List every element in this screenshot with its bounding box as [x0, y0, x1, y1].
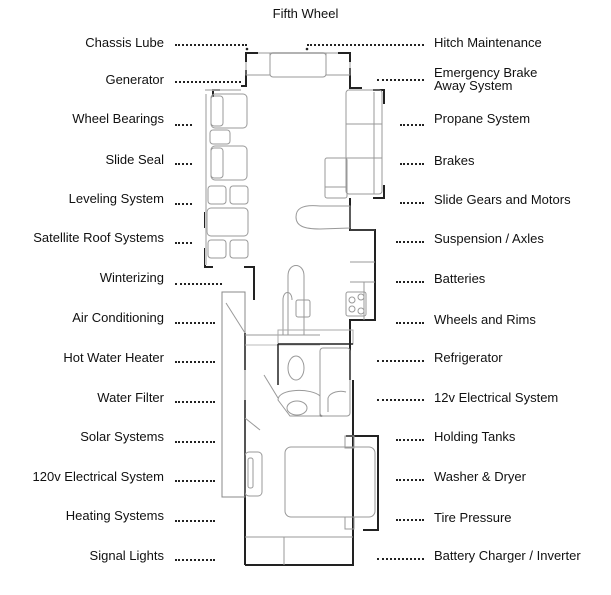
label-winterizing: Winterizing — [99, 270, 164, 285]
interior-outlines — [205, 52, 383, 565]
label-emergency-brake-line1: Emergency Brake — [434, 65, 538, 80]
label-tire-pressure: Tire Pressure — [434, 510, 512, 525]
leader-batteries — [396, 281, 424, 283]
leader-battery-charger-inverter — [377, 558, 424, 560]
leader-propane-system — [400, 124, 424, 126]
label-heating-systems: Heating Systems — [65, 508, 164, 523]
leader-leveling-system — [175, 203, 192, 205]
leader-satellite-roof-systems — [175, 242, 192, 244]
label-washer-dryer: Washer & Dryer — [434, 469, 526, 484]
leader-signal-lights — [175, 559, 215, 561]
kitchen-island — [295, 205, 351, 230]
label-holding-tanks: Holding Tanks — [434, 429, 516, 444]
label-120v-electrical-system: 120v Electrical System — [32, 469, 165, 484]
leader-hitch-maintenance — [307, 44, 424, 46]
recliner-1 — [210, 93, 248, 129]
label-slide-gears-and-motors: Slide Gears and Motors — [434, 192, 571, 207]
leader-brakes — [400, 163, 424, 165]
leader-slide-gears-and-motors — [400, 202, 424, 204]
leader-wheels-and-rims — [396, 322, 424, 324]
label-propane-system: Propane System — [434, 111, 531, 126]
bed — [284, 446, 376, 518]
bed-headboard — [269, 52, 327, 78]
leader-suspension-axles — [396, 241, 424, 243]
leader-refrigerator — [377, 360, 424, 362]
label-hot-water-heater: Hot Water Heater — [63, 350, 164, 365]
label-brakes: Brakes — [434, 153, 475, 168]
chair-2 — [229, 185, 249, 205]
leader-generator — [175, 81, 241, 83]
chair-3 — [207, 239, 227, 259]
leader-emergency-brake — [377, 79, 424, 81]
leader-hot-water-heater — [175, 361, 215, 363]
leader-holding-tanks — [396, 439, 424, 441]
diagram-title: Fifth Wheel — [272, 6, 339, 21]
label-suspension-axles: Suspension / Axles — [434, 231, 544, 246]
vanity — [277, 390, 321, 417]
label-emergency-brake: Emergency Brake Away System — [434, 66, 537, 92]
leader-water-filter — [175, 401, 215, 403]
label-battery-charger-inverter: Battery Charger / Inverter — [434, 548, 581, 563]
refrigerator — [287, 265, 305, 335]
label-hitch-maintenance: Hitch Maintenance — [434, 35, 542, 50]
leader-heating-systems — [175, 520, 215, 522]
wardrobe — [244, 451, 263, 497]
label-emergency-brake-line2: Away System — [434, 78, 513, 93]
leader-chassis-lube — [175, 44, 247, 46]
toilet — [287, 355, 305, 381]
sink — [295, 299, 311, 318]
stove — [345, 291, 367, 317]
dining-table — [206, 207, 249, 237]
bathroom-sink — [286, 400, 308, 416]
side-table — [209, 129, 231, 145]
leader-markers — [245, 47, 309, 51]
label-water-filter: Water Filter — [97, 390, 164, 405]
leader-washer-dryer — [396, 479, 424, 481]
leader-12v-electrical-system — [377, 399, 424, 401]
chair-4 — [229, 239, 249, 259]
label-refrigerator: Refrigerator — [434, 350, 503, 365]
label-12v-electrical-system: 12v Electrical System — [434, 390, 559, 405]
leader-air-conditioning — [175, 322, 215, 324]
label-leveling-system: Leveling System — [68, 191, 164, 206]
leader-tire-pressure — [396, 519, 424, 521]
label-slide-seal: Slide Seal — [105, 152, 164, 167]
label-air-conditioning: Air Conditioning — [72, 310, 164, 325]
recliner-2 — [210, 145, 248, 181]
label-chassis-lube: Chassis Lube — [85, 35, 164, 50]
label-signal-lights: Signal Lights — [89, 548, 164, 563]
basement-storage — [221, 291, 246, 498]
label-generator: Generator — [105, 72, 164, 87]
sofa-chaise — [324, 157, 348, 199]
shower — [319, 347, 351, 417]
exterior-walls — [204, 52, 385, 566]
label-wheels-and-rims: Wheels and Rims — [434, 312, 536, 327]
label-satellite-roof-systems: Satellite Roof Systems — [33, 230, 164, 245]
label-solar-systems: Solar Systems — [80, 429, 164, 444]
label-wheel-bearings: Wheel Bearings — [72, 111, 164, 126]
leader-120v-electrical-system — [175, 480, 215, 482]
leader-wheel-bearings — [175, 124, 192, 126]
leader-solar-systems — [175, 441, 215, 443]
sofa — [345, 89, 383, 195]
label-batteries: Batteries — [434, 271, 486, 286]
chair-1 — [207, 185, 227, 205]
leader-slide-seal — [175, 163, 192, 165]
leader-winterizing — [175, 283, 222, 285]
